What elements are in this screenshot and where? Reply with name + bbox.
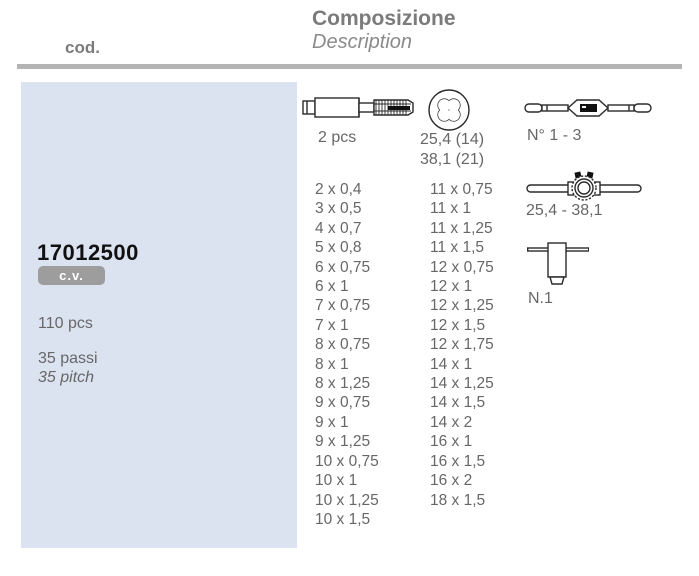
size-entry: 12 x 0,75 [430,258,494,276]
product-panel [21,82,297,548]
t-wrench-icon [527,240,589,286]
size-entry: 9 x 1 [315,413,349,431]
die-icon [427,88,471,132]
pitch-count-english: 35 pitch [38,369,95,386]
size-entry: 8 x 1,25 [315,375,371,393]
pieces-count: 110 pcs [38,315,93,332]
description-column-header: Description [312,31,413,53]
size-entry: 5 x 0,8 [315,239,362,257]
size-entry: 10 x 1,5 [315,510,371,528]
size-entry: 12 x 1,75 [430,336,494,354]
tap-wrench-size-label: N° 1 - 3 [527,127,582,144]
size-entry: 14 x 1,5 [430,394,486,412]
size-entry: 7 x 1 [315,316,349,334]
size-entry: 9 x 0,75 [315,394,371,412]
size-entry: 12 x 1 [430,278,473,296]
size-entry: 14 x 1,25 [430,375,494,393]
size-entry: 10 x 1,25 [315,491,379,509]
size-entry: 11 x 1,5 [430,239,485,257]
size-entry: 16 x 1,5 [430,452,486,470]
size-entry: 14 x 2 [430,413,473,431]
taps-count-label: 2 pcs [318,129,357,146]
size-entry: 6 x 0,75 [315,258,371,276]
size-entry: 4 x 0,7 [315,219,362,237]
tap-icon [302,92,415,122]
size-entry: 8 x 0,75 [315,336,371,354]
size-entry: 6 x 1 [315,278,349,296]
cod-column-header: cod. [65,38,100,57]
die-stock-icon [526,171,642,202]
size-entry: 10 x 0,75 [315,452,379,470]
dies-size-label-line2: 38,1 (21) [420,151,485,168]
size-entry: 12 x 1,25 [430,297,494,315]
size-entry: 11 x 0,75 [430,181,493,198]
size-entry: 10 x 1 [315,472,358,490]
size-entry: 9 x 1,25 [315,433,371,451]
tap-wrench-icon [524,97,652,119]
t-wrench-count-label: N.1 [528,290,553,307]
size-entry: 8 x 1 [315,355,349,373]
size-entry: 3 x 0,5 [315,200,362,218]
size-entry: 14 x 1 [430,355,473,373]
size-entry: 18 x 1,5 [430,491,486,509]
die-stock-size-label: 25,4 - 38,1 [526,202,603,219]
dies-size-label-line1: 25,4 (14) [420,131,485,148]
product-code: 17012500 [37,240,139,265]
material-badge: c.v. [38,266,105,285]
size-entry: 11 x 1,25 [430,219,493,237]
header-divider [17,64,682,69]
composition-column-header: Composizione [312,7,456,30]
size-entry: 2 x 0,4 [315,181,362,198]
size-entry: 12 x 1,5 [430,316,486,334]
pitch-count-italian: 35 passi [38,350,98,367]
size-entry: 16 x 1 [430,433,473,451]
size-entry: 7 x 0,75 [315,297,371,315]
size-entry: 11 x 1 [430,200,472,218]
size-entry: 16 x 2 [430,472,473,490]
